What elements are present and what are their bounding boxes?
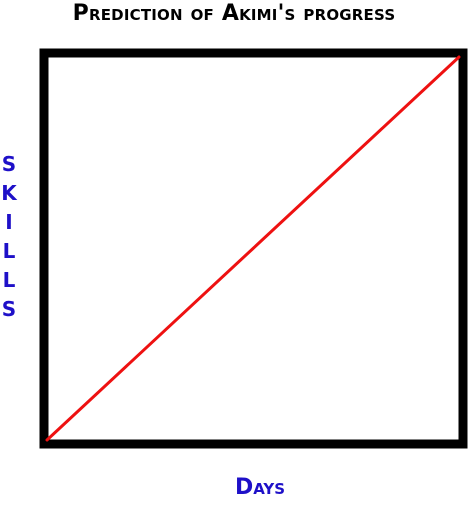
chart-title: Prediction of Akimi's progress [72, 1, 396, 26]
plot-frame [39, 48, 468, 449]
series-layer [45, 55, 461, 442]
series-line-0 [45, 55, 461, 442]
y-axis-label: SKILLS [1, 152, 17, 321]
x-axis-label: Days [234, 475, 286, 500]
